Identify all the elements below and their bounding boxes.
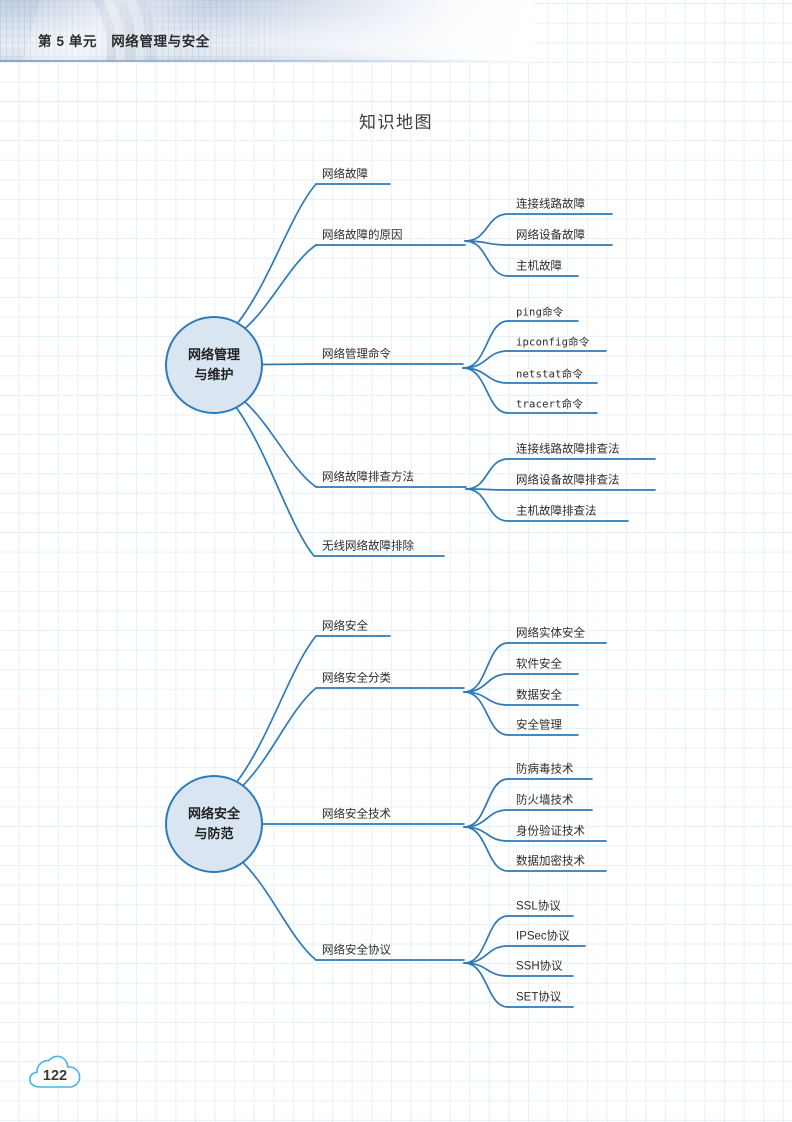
- branch-label: 网络故障排查方法: [322, 471, 414, 484]
- branch-connector: [235, 406, 315, 557]
- leaf-connector: [463, 691, 509, 736]
- leaf-label: netstat命令: [516, 368, 584, 381]
- leaf-label: 网络设备故障: [516, 229, 585, 242]
- central-node-label: 网络管理与维护: [188, 345, 240, 385]
- leaf-label: 网络设备故障排查法: [516, 474, 620, 487]
- unit-header-banner: [0, 0, 534, 62]
- header-rule: [0, 60, 534, 62]
- branch-label: 网络故障的原因: [322, 229, 403, 242]
- leaf-connector: [464, 240, 509, 277]
- branch-connector: [236, 635, 317, 783]
- branch-connector: [241, 861, 317, 961]
- leaf-label: 防病毒技术: [516, 763, 574, 776]
- leaf-label: 主机故障排查法: [516, 505, 597, 518]
- branch-connector: [236, 183, 317, 325]
- leaf-connector: [465, 458, 509, 490]
- central-node-line1: 网络管理: [187, 346, 241, 362]
- branch-label: 网络管理命令: [322, 348, 391, 361]
- page-number: 122: [42, 1067, 68, 1084]
- leaf-label: 数据加密技术: [516, 855, 585, 868]
- leaf-label: 身份验证技术: [516, 825, 585, 838]
- unit-title: 第 5 单元 网络管理与安全: [38, 34, 210, 49]
- leaf-label: ipconfig命令: [516, 336, 590, 349]
- branch-label: 无线网络故障排除: [322, 540, 414, 553]
- branch-connector: [241, 687, 317, 787]
- leaf-label: 网络实体安全: [516, 627, 585, 640]
- central-node-line2: 与防范: [194, 826, 234, 841]
- leaf-label: tracert命令: [516, 398, 584, 411]
- cloud-icon: [29, 1055, 81, 1088]
- branch-connector: [244, 244, 317, 330]
- leaf-label: SET协议: [516, 991, 562, 1004]
- page-title: 知识地图: [359, 113, 433, 132]
- leaf-label: 主机故障: [516, 260, 562, 273]
- leaf-connector: [463, 962, 509, 1008]
- branch-label: 网络故障: [322, 168, 368, 181]
- leaf-label: 防火墙技术: [516, 794, 574, 807]
- leaf-label: IPSec协议: [516, 930, 570, 943]
- central-node-line2: 与维护: [194, 367, 234, 382]
- central-node-label: 网络安全与防范: [188, 804, 240, 844]
- leaf-connector: [465, 488, 509, 522]
- leaf-label: 安全管理: [516, 719, 562, 732]
- leaf-label: 软件安全: [516, 658, 562, 671]
- leaf-label: ping命令: [516, 306, 564, 319]
- leaf-label: 连接线路故障排查法: [516, 443, 620, 456]
- branch-label: 网络安全: [322, 620, 368, 633]
- leaf-label: SSH协议: [516, 960, 563, 973]
- central-node-line1: 网络安全: [187, 805, 241, 821]
- leaf-connector: [464, 213, 509, 242]
- leaf-label: SSL协议: [516, 900, 561, 913]
- branch-label: 网络安全分类: [322, 672, 391, 685]
- branch-label: 网络安全协议: [322, 944, 391, 957]
- branch-connector: [243, 400, 317, 488]
- leaf-label: 数据安全: [516, 689, 562, 702]
- leaf-connector: [462, 367, 509, 414]
- branch-label: 网络安全技术: [322, 808, 391, 821]
- page-number-cloud: 122: [26, 1053, 84, 1093]
- leaf-label: 连接线路故障: [516, 198, 585, 211]
- leaf-connector: [463, 826, 509, 872]
- branch-connector: [261, 363, 317, 366]
